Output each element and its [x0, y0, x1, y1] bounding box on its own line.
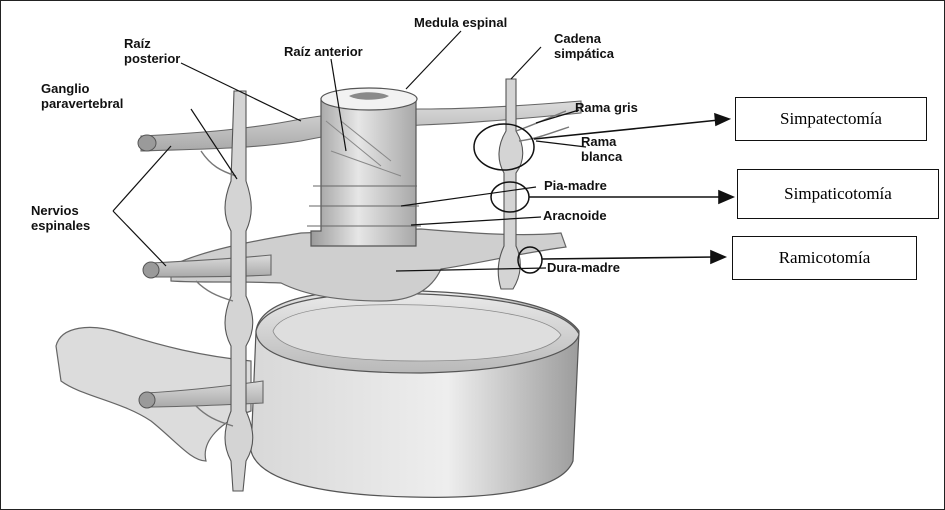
procedure-box-simpaticotomia: Simpaticotomía: [737, 169, 939, 219]
label-medula-espinal: Medula espinal: [414, 15, 507, 30]
label-aracnoide: Aracnoide: [543, 208, 607, 223]
procedure-simpaticotomia-text: Simpaticotomía: [784, 184, 892, 204]
label-rama-gris: Rama gris: [575, 100, 638, 115]
label-pia-madre: Pia-madre: [544, 178, 607, 193]
procedure-simpatectomia-text: Simpatectomía: [780, 109, 882, 129]
label-cadena-simpatica: Cadena simpática: [554, 31, 614, 61]
procedure-box-ramicotomia: Ramicotomía: [732, 236, 917, 280]
vertebral-body: [251, 290, 579, 497]
procedure-ramicotomia-text: Ramicotomía: [779, 248, 871, 268]
label-rama-blanca: Rama blanca: [581, 134, 622, 164]
label-ganglio-paravertebral: Ganglio paravertebral: [41, 81, 123, 111]
label-nervios-espinales: Nervios espinales: [31, 203, 90, 233]
spinal-cord: [307, 88, 421, 246]
procedure-box-simpatectomia: Simpatectomía: [735, 97, 927, 141]
label-dura-madre: Dura-madre: [547, 260, 620, 275]
label-raiz-anterior: Raíz anterior: [284, 44, 363, 59]
label-raiz-posterior: Raíz posterior: [124, 36, 180, 66]
